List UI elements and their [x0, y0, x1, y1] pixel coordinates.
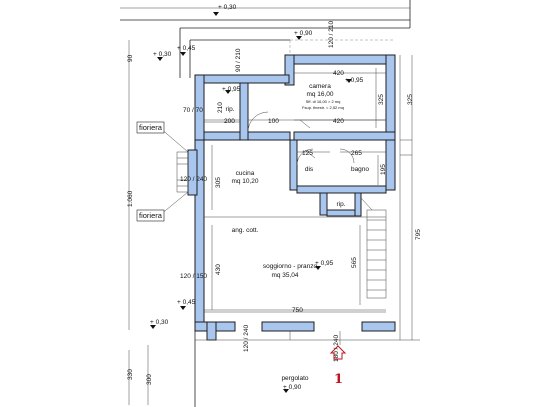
room-name: rip.	[225, 106, 234, 113]
svg-text:120 / 210: 120 / 210	[328, 21, 335, 48]
svg-text:90 / 210: 90 / 210	[235, 48, 242, 72]
svg-text:750: 750	[292, 307, 303, 314]
room-note: Sff. di 16,00 > 2 mq	[306, 99, 341, 104]
level-left-030-top: + 0,30	[153, 51, 172, 58]
svg-text:420: 420	[333, 118, 344, 125]
entrance-number: 1	[334, 372, 343, 387]
room-area: mq 10,20	[231, 178, 258, 185]
dimensions: 420 420 200 100 125 265 750 305 430 325 …	[127, 21, 422, 385]
room-level: + 0,95	[345, 77, 364, 84]
level-left-030-bottom: + 0,30	[150, 319, 169, 326]
level-markers	[150, 12, 352, 393]
svg-text:125: 125	[302, 150, 313, 157]
svg-text:120 / 240: 120 / 240	[180, 176, 207, 183]
terrace-outlines	[120, 0, 420, 341]
room-name: soggiorno - pranzo	[263, 263, 318, 270]
svg-text:100: 100	[268, 118, 279, 125]
svg-text:795: 795	[415, 229, 422, 240]
room-dis: dis	[305, 166, 314, 173]
room-rip-mid: rip.	[336, 201, 345, 208]
walls	[187, 54, 396, 341]
room-note: Fsup. finestr. = 2,52 mq	[302, 105, 344, 110]
svg-text:305: 305	[215, 177, 222, 188]
room-camera: camera mq 16,00 Sff. di 16,00 > 2 mq Fsu…	[302, 77, 364, 110]
svg-text:1.060: 1.060	[127, 190, 134, 207]
svg-text:120 / 150: 120 / 150	[180, 273, 207, 280]
room-cucina: cucina mq 10,20	[231, 170, 258, 185]
svg-text:180 / 240: 180 / 240	[333, 335, 340, 362]
room-name: cucina	[236, 170, 255, 177]
entrance-arrow-icon	[329, 345, 347, 360]
level-left-045-top: + 0,45	[177, 45, 196, 52]
label-fioriera-top: fioriera	[139, 123, 163, 132]
svg-text:430: 430	[215, 264, 222, 275]
label-fioriera-bottom: fioriera	[139, 211, 163, 220]
level-top-030: + 0,30	[218, 4, 237, 11]
room-area: mq 16,00	[306, 91, 333, 98]
svg-text:70 / 70: 70 / 70	[183, 107, 203, 114]
level-top-090: + 0,90	[294, 30, 313, 37]
interior-lines	[128, 40, 395, 407]
svg-text:200: 200	[224, 118, 235, 125]
room-bagno: bagno	[351, 166, 369, 173]
svg-text:330: 330	[127, 369, 134, 380]
svg-text:565: 565	[351, 257, 358, 268]
svg-text:325: 325	[407, 94, 414, 105]
room-name: pergolato	[281, 375, 308, 382]
room-level: + 0,95	[315, 260, 334, 267]
room-name: camera	[309, 83, 331, 90]
level-left-045-bottom: + 0,45	[177, 299, 196, 306]
room-level: + 0,90	[283, 384, 302, 391]
room-rip-top: + 0,95 rip.	[222, 86, 241, 113]
svg-text:210: 210	[217, 102, 224, 113]
room-soggiorno: soggiorno - pranzo mq 35,04 + 0,95	[263, 260, 334, 279]
room-level: + 0,95	[222, 86, 241, 93]
svg-text:300: 300	[146, 374, 153, 385]
room-ang-cott: ang. cott.	[232, 227, 259, 234]
svg-text:420: 420	[333, 70, 344, 77]
room-area: mq 35,04	[271, 272, 298, 279]
room-pergolato: pergolato + 0,90	[281, 375, 308, 391]
svg-text:90: 90	[127, 54, 134, 62]
svg-text:195: 195	[380, 164, 387, 175]
svg-text:265: 265	[351, 150, 362, 157]
svg-text:325: 325	[378, 94, 385, 105]
svg-text:120 / 240: 120 / 240	[243, 325, 250, 352]
